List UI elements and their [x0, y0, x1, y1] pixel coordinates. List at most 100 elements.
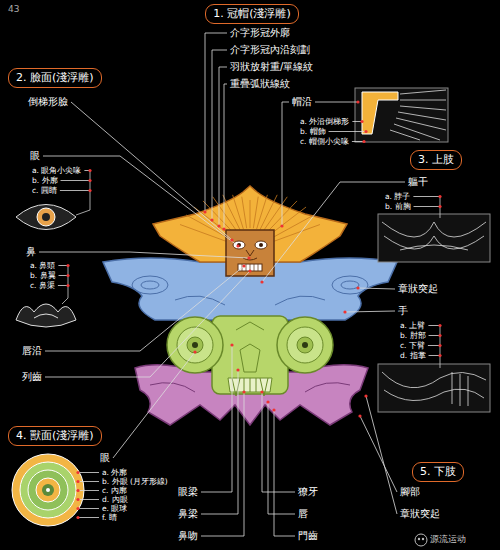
sub-part-label: a. 外沿倒梯形: [300, 117, 349, 126]
leader-line: [61, 180, 90, 181]
part-label: 唇沿: [22, 345, 42, 357]
leader-line: [262, 182, 405, 282]
sub-part-label: b. 肘部: [400, 331, 426, 340]
beast-face: [187, 337, 203, 353]
leader-dot: [343, 310, 346, 313]
section-title: 5. 下肢: [420, 465, 456, 479]
leader-line: [414, 206, 440, 207]
eye-inset: [37, 208, 55, 226]
leader-dot: [236, 368, 239, 371]
upper-limb-band: [341, 281, 359, 289]
brim-inset: [390, 90, 446, 140]
sub-part-label: d. 內眼: [102, 495, 128, 504]
arm-inset: [378, 197, 490, 262]
leader-dot: [76, 498, 79, 501]
section-heading: 5. 下肢: [412, 462, 464, 482]
leader-dot: [280, 224, 283, 227]
upper-limb-band: [332, 276, 368, 294]
part-label: 羽狀放射重/單線紋: [230, 61, 313, 73]
watermark-icon: [415, 534, 427, 546]
leader-line: [358, 288, 395, 289]
beast-eye-inset: [46, 488, 50, 492]
part-label: 介字形冠外廓: [230, 27, 290, 39]
human-face: [226, 230, 274, 276]
sub-part-label: c. 帽側小尖喙: [300, 137, 349, 146]
hand-inset: [378, 326, 490, 412]
watermark: 源流运动: [430, 534, 466, 545]
leader-dot: [236, 244, 239, 247]
leader-line: [315, 102, 358, 103]
part-label: 鼻梁: [178, 508, 198, 520]
part-label: 帽沿: [292, 96, 312, 108]
leader-dot: [248, 269, 251, 272]
leader-dot: [438, 344, 441, 347]
leader-line: [78, 481, 99, 482]
leader-line: [429, 355, 440, 356]
section-heading: 1. 冠帽(淺浮雕): [205, 4, 299, 24]
part-label: 獠牙: [298, 486, 318, 498]
part-label: 章狀突起: [398, 283, 438, 295]
leader-dot: [210, 218, 213, 221]
crown: [260, 195, 277, 230]
leader-dot: [272, 408, 275, 411]
leader-line: [345, 311, 395, 312]
leader-dot: [364, 394, 367, 397]
leader-dot: [356, 100, 359, 103]
leader-line: [78, 499, 99, 500]
leader-line: [78, 490, 99, 491]
leader-dot: [88, 169, 91, 172]
leader-line: [201, 345, 232, 492]
leader-line: [78, 472, 99, 473]
leader-line: [413, 196, 440, 197]
beast-face: [302, 342, 308, 348]
leader-line: [366, 396, 397, 514]
leader-dot: [260, 280, 263, 283]
sub-part-label: d. 指掌: [400, 351, 426, 360]
leader-dot: [358, 414, 361, 417]
part-label: 手: [398, 305, 408, 317]
part-label: 唇: [298, 508, 308, 520]
part-label: 介字形冠內沿刻劃: [230, 44, 310, 56]
beast-face: [232, 378, 268, 396]
section-title: 2. 臉面(淺浮雕): [16, 71, 94, 85]
sub-part-label: b. 外眼 (月牙形線): [102, 477, 168, 486]
crown: [242, 197, 247, 229]
beast-face: [167, 317, 223, 373]
leader-dot: [230, 238, 233, 241]
leader-dot: [76, 516, 79, 519]
upper-limb-band: [141, 281, 159, 289]
leader-line: [428, 345, 440, 346]
leader-line: [201, 392, 244, 536]
leader-dot: [76, 507, 79, 510]
upper-limb-band: [132, 276, 168, 294]
leader-dot: [193, 350, 196, 353]
section-heading: 2. 臉面(淺浮雕): [8, 68, 102, 88]
beast-face: [192, 342, 198, 348]
part-label: 鼻吻: [178, 530, 198, 542]
part-label: 倒梯形臉: [28, 96, 68, 108]
human-face: [237, 243, 241, 247]
sub-part-label: c. 下臂: [400, 341, 425, 350]
leader-dot: [76, 471, 79, 474]
part-label: 列齒: [22, 371, 42, 383]
sub-part-label: a. 外廓: [102, 468, 127, 477]
leader-line: [71, 102, 232, 240]
beast-eye-inset: [12, 454, 84, 526]
leader-line: [352, 141, 364, 142]
leader-line: [45, 271, 250, 377]
eye-inset: [16, 205, 76, 230]
human-face: [255, 241, 267, 249]
beast-face: [297, 337, 313, 353]
sub-part-label: a. 眼角小尖喙: [32, 166, 81, 175]
leader-dot: [364, 130, 367, 133]
leader-line: [113, 352, 195, 458]
leader-dot: [438, 334, 441, 337]
eye-inset: [16, 171, 90, 230]
nose-inset: [16, 266, 76, 327]
leader-dot: [360, 120, 363, 123]
leader-dot: [88, 179, 91, 182]
part-label: 鼻: [26, 246, 36, 258]
beast-eye-inset: [20, 462, 76, 518]
upper-limb-band: [103, 258, 397, 320]
beast-face: [177, 327, 213, 363]
